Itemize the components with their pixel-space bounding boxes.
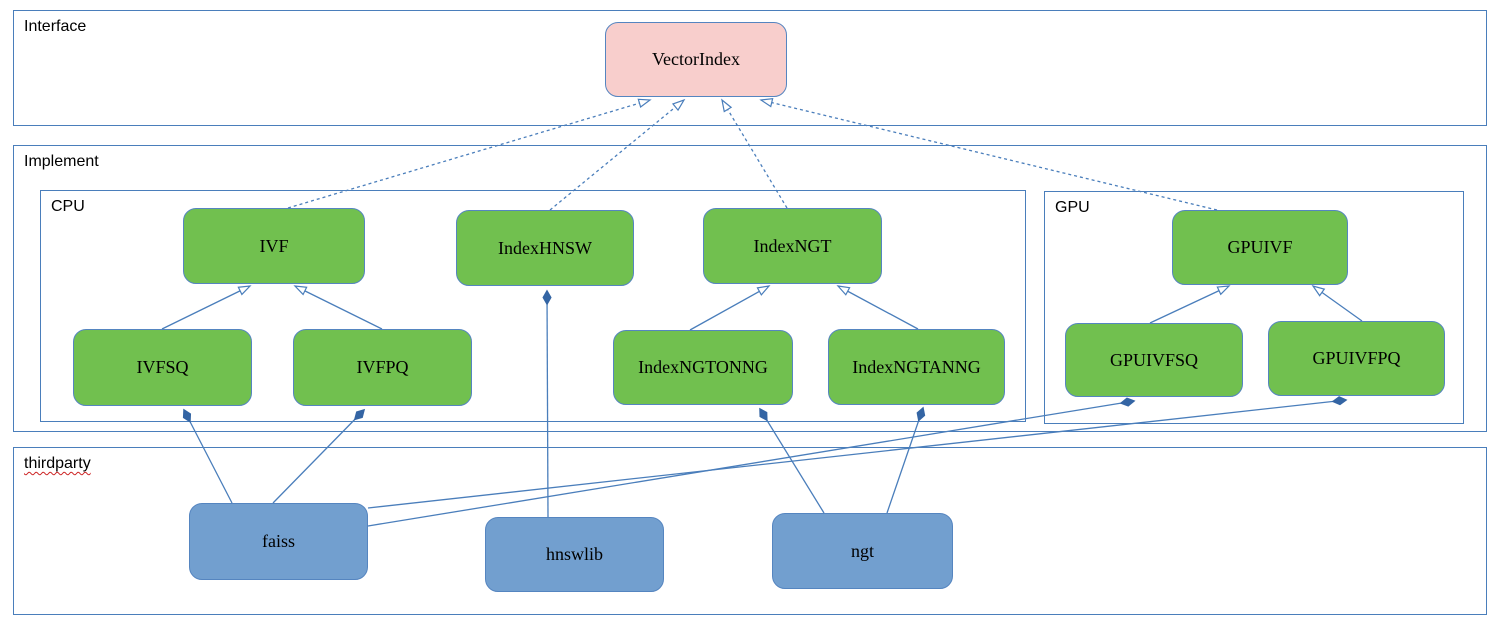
node-hnswlib-label: hnswlib [545,544,603,564]
node-ngt[interactable]: ngt [772,513,953,589]
node-indexngtanng-label: IndexNGTANNG [852,356,981,377]
node-gpuivf-label: GPUIVF [1227,237,1293,257]
cpu-group-label: CPU [51,198,85,215]
node-faiss[interactable]: faiss [189,503,368,580]
node-indexngtonng-label: IndexNGTONNG [638,357,768,377]
node-indexngt[interactable]: IndexNGT [703,208,882,284]
node-ivfsq-label: IVFSQ [136,357,189,377]
implement-group-label: Implement [24,153,99,170]
node-indexngtanng[interactable]: IndexNGTANNG [828,329,1005,405]
node-indexhnsw-label: IndexHNSW [498,237,592,258]
gpu-group-label: GPU [1055,199,1090,216]
node-ivf-label: IVF [259,235,289,256]
node-hnswlib[interactable]: hnswlib [485,517,664,592]
node-gpuivfpq[interactable]: GPUIVFPQ [1268,321,1445,396]
node-indexngt-label: IndexNGT [753,235,832,256]
node-ivfpq-label: IVFPQ [356,357,409,377]
thirdparty-group-label: thirdparty [24,455,91,472]
node-ivfsq[interactable]: IVFSQ [73,329,252,406]
node-ivf[interactable]: IVF [183,208,365,284]
node-indexngtonng[interactable]: IndexNGTONNG [613,330,793,405]
interface-group-label: Interface [24,18,87,35]
node-gpuivfsq[interactable]: GPUIVFSQ [1065,323,1243,397]
node-ivfpq[interactable]: IVFPQ [293,329,472,406]
node-vectorindex-label: VectorIndex [652,49,740,69]
node-faiss-label: faiss [262,531,295,551]
node-gpuivfsq-label: GPUIVFSQ [1109,349,1199,370]
node-gpuivfpq-label: GPUIVFPQ [1312,348,1401,368]
node-ngt-label: ngt [850,540,874,561]
node-indexhnsw[interactable]: IndexHNSW [456,210,634,286]
node-vectorindex[interactable]: VectorIndex [605,22,787,97]
node-gpuivf[interactable]: GPUIVF [1172,210,1348,285]
